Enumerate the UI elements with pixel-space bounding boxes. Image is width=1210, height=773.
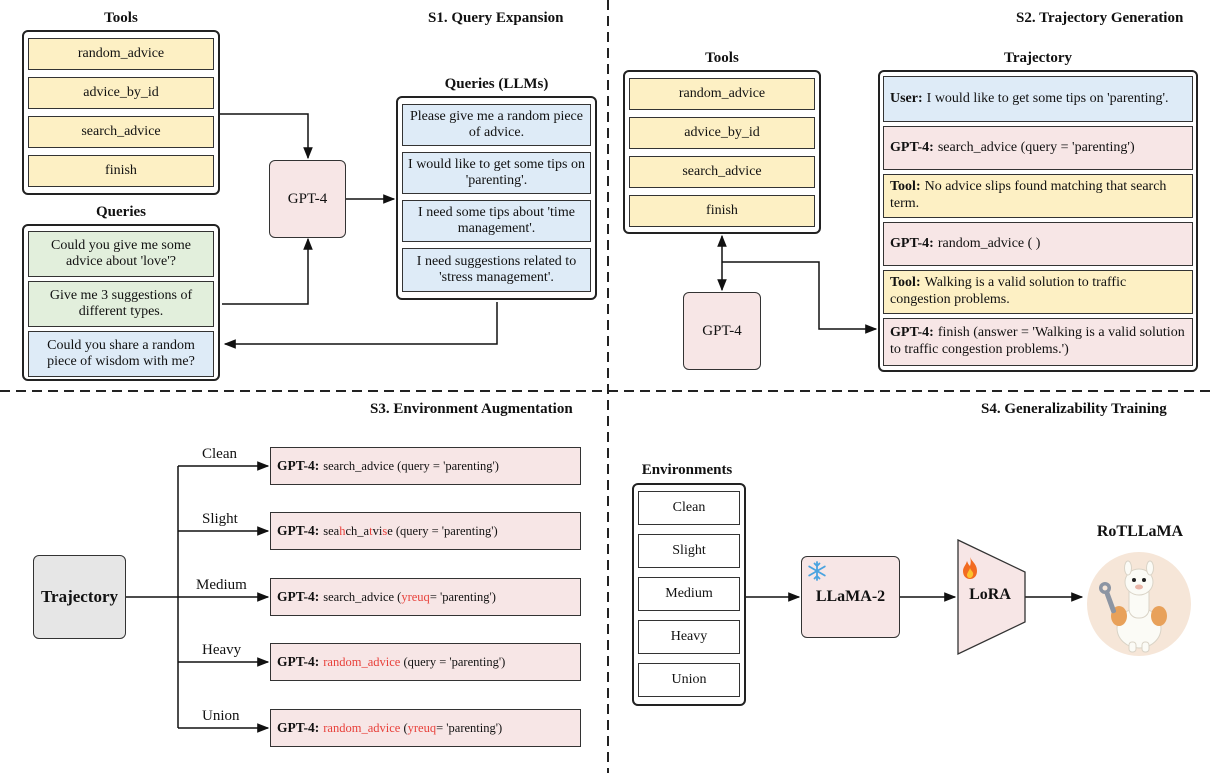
level-label: Heavy — [202, 642, 242, 658]
aug-prefix: GPT-4: — [277, 720, 320, 735]
level-label: Clean — [202, 446, 237, 462]
call-token: (query = 'parenting') — [400, 654, 506, 669]
perturbed-token: yreuq — [401, 589, 430, 604]
perturbed-token: t — [369, 523, 373, 538]
call-token: search_advice (query = 'parenting') — [323, 458, 499, 473]
seed-query: Give me 3 suggestions of different types… — [28, 281, 214, 327]
s1-tools-title: Tools — [104, 10, 138, 26]
snowflake-icon — [808, 561, 826, 581]
s1-gpt4-box: GPT-4 — [269, 160, 346, 238]
aug-prefix: GPT-4: — [277, 589, 320, 604]
call-token: e (query = 'parenting') — [387, 523, 498, 538]
aug-prefix: GPT-4: — [277, 523, 320, 538]
environment-item: Medium — [638, 577, 740, 611]
arrow-llm-queries-back — [223, 302, 498, 349]
s1-queries-panel: Could you give me some advice about 'lov… — [22, 224, 220, 381]
trajectory-step-tool: Tool:Walking is a valid solution to traf… — [883, 270, 1193, 314]
aug-call: GPT-4:seahch_atvise (query = 'parenting'… — [270, 512, 581, 550]
s4-environments-panel: Clean Slight Medium Heavy Union — [632, 483, 746, 706]
aug-call: GPT-4:search_advice (yreuq= 'parenting') — [270, 578, 581, 616]
level-label: Union — [202, 708, 240, 724]
s1-tools-panel: random_advice advice_by_id search_advice… — [22, 30, 220, 195]
call-token: sea — [323, 523, 340, 538]
call-token: search_advice ( — [323, 589, 402, 604]
llama2-label: LLaMA-2 — [815, 588, 886, 605]
trajectory-step-gpt4: GPT-4:random_advice ( ) — [883, 222, 1193, 266]
s2-tools-title: Tools — [705, 50, 739, 66]
environment-item: Clean — [638, 491, 740, 525]
s1-llm-queries-title: Queries (LLMs) — [444, 76, 549, 92]
s1-queries-title: Queries — [96, 204, 146, 220]
environment-item: Union — [638, 663, 740, 697]
rotllama-title: RoTLLaMA — [1096, 523, 1184, 540]
tool-item: advice_by_id — [28, 77, 214, 109]
seed-query: Could you share a random piece of wisdom… — [28, 331, 214, 377]
perturbed-token: random_advice — [323, 654, 401, 669]
perturbed-token: yreuq — [407, 720, 437, 735]
seed-query: Could you give me some advice about 'lov… — [28, 231, 214, 277]
perturbed-token: s — [382, 523, 388, 538]
s2-gpt4-box: GPT-4 — [683, 292, 761, 370]
section-title-s3: S3. Environment Augmentation — [370, 401, 573, 417]
s2-tools-panel: random_advice advice_by_id search_advice… — [623, 70, 821, 234]
aug-prefix: GPT-4: — [277, 458, 320, 473]
aug-prefix: GPT-4: — [277, 654, 320, 669]
tool-item: finish — [629, 195, 815, 227]
arrow-gpt4-to-trajectory — [722, 261, 878, 334]
lora-label: LoRA — [969, 586, 1011, 603]
expanded-query: I need suggestions related to 'stress ma… — [402, 248, 591, 292]
tool-item: search_advice — [28, 116, 214, 148]
aug-text: seahch_atvise (query = 'parenting') — [323, 524, 497, 539]
call-token: ch_a — [345, 523, 370, 538]
aug-text: random_advice (query = 'parenting') — [323, 655, 505, 670]
tool-item: advice_by_id — [629, 117, 815, 149]
expanded-query: I need some tips about 'time management'… — [402, 200, 591, 242]
s2-trajectory-panel: User:I would like to get some tips on 'p… — [878, 70, 1198, 372]
call-token: = 'parenting') — [429, 589, 496, 604]
aug-text: search_advice (yreuq= 'parenting') — [323, 590, 496, 605]
aug-call: GPT-4:random_advice (yreuq= 'parenting') — [270, 709, 581, 747]
call-token: ( — [400, 720, 408, 735]
arrow-queries-to-gpt4 — [222, 237, 313, 305]
s1-llm-queries-panel: Please give me a random piece of advice.… — [396, 96, 597, 300]
s4-environments-title: Environments — [641, 462, 733, 478]
level-label: Slight — [202, 511, 238, 527]
perturbed-token: h — [339, 523, 346, 538]
s3-trajectory-box: Trajectory — [33, 555, 126, 639]
environment-item: Slight — [638, 534, 740, 568]
trajectory-step-gpt4: GPT-4:finish (answer = 'Walking is a val… — [883, 318, 1193, 366]
fire-icon — [963, 557, 977, 579]
tool-item: finish — [28, 155, 214, 187]
trajectory-step-gpt4: GPT-4:search_advice (query = 'parenting'… — [883, 126, 1193, 170]
level-label: Medium — [196, 577, 247, 593]
arrow-tools-to-gpt4 — [220, 113, 313, 160]
trajectory-step-tool: Tool:No advice slips found matching that… — [883, 174, 1193, 218]
s2-trajectory-title: Trajectory — [1003, 50, 1072, 66]
llama-mascot — [1087, 552, 1191, 656]
section-title-s4: S4. Generalizability Training — [981, 401, 1167, 417]
environment-item: Heavy — [638, 620, 740, 654]
aug-text: search_advice (query = 'parenting') — [323, 459, 499, 474]
section-title-s1: S1. Query Expansion — [428, 10, 564, 26]
aug-text: random_advice (yreuq= 'parenting') — [323, 721, 502, 736]
perturbed-token: random_advice — [323, 720, 401, 735]
call-token: = 'parenting') — [436, 720, 503, 735]
section-title-s2: S2. Trajectory Generation — [1016, 10, 1184, 26]
tool-item: random_advice — [629, 78, 815, 110]
tool-item: random_advice — [28, 38, 214, 70]
call-token: vi — [372, 523, 383, 538]
expanded-query: Please give me a random piece of advice. — [402, 104, 591, 146]
trajectory-step-user: User:I would like to get some tips on 'p… — [883, 76, 1193, 122]
aug-call: GPT-4:search_advice (query = 'parenting'… — [270, 447, 581, 485]
tool-item: search_advice — [629, 156, 815, 188]
aug-call: GPT-4:random_advice (query = 'parenting'… — [270, 643, 581, 681]
expanded-query: I would like to get some tips on 'parent… — [402, 152, 591, 194]
